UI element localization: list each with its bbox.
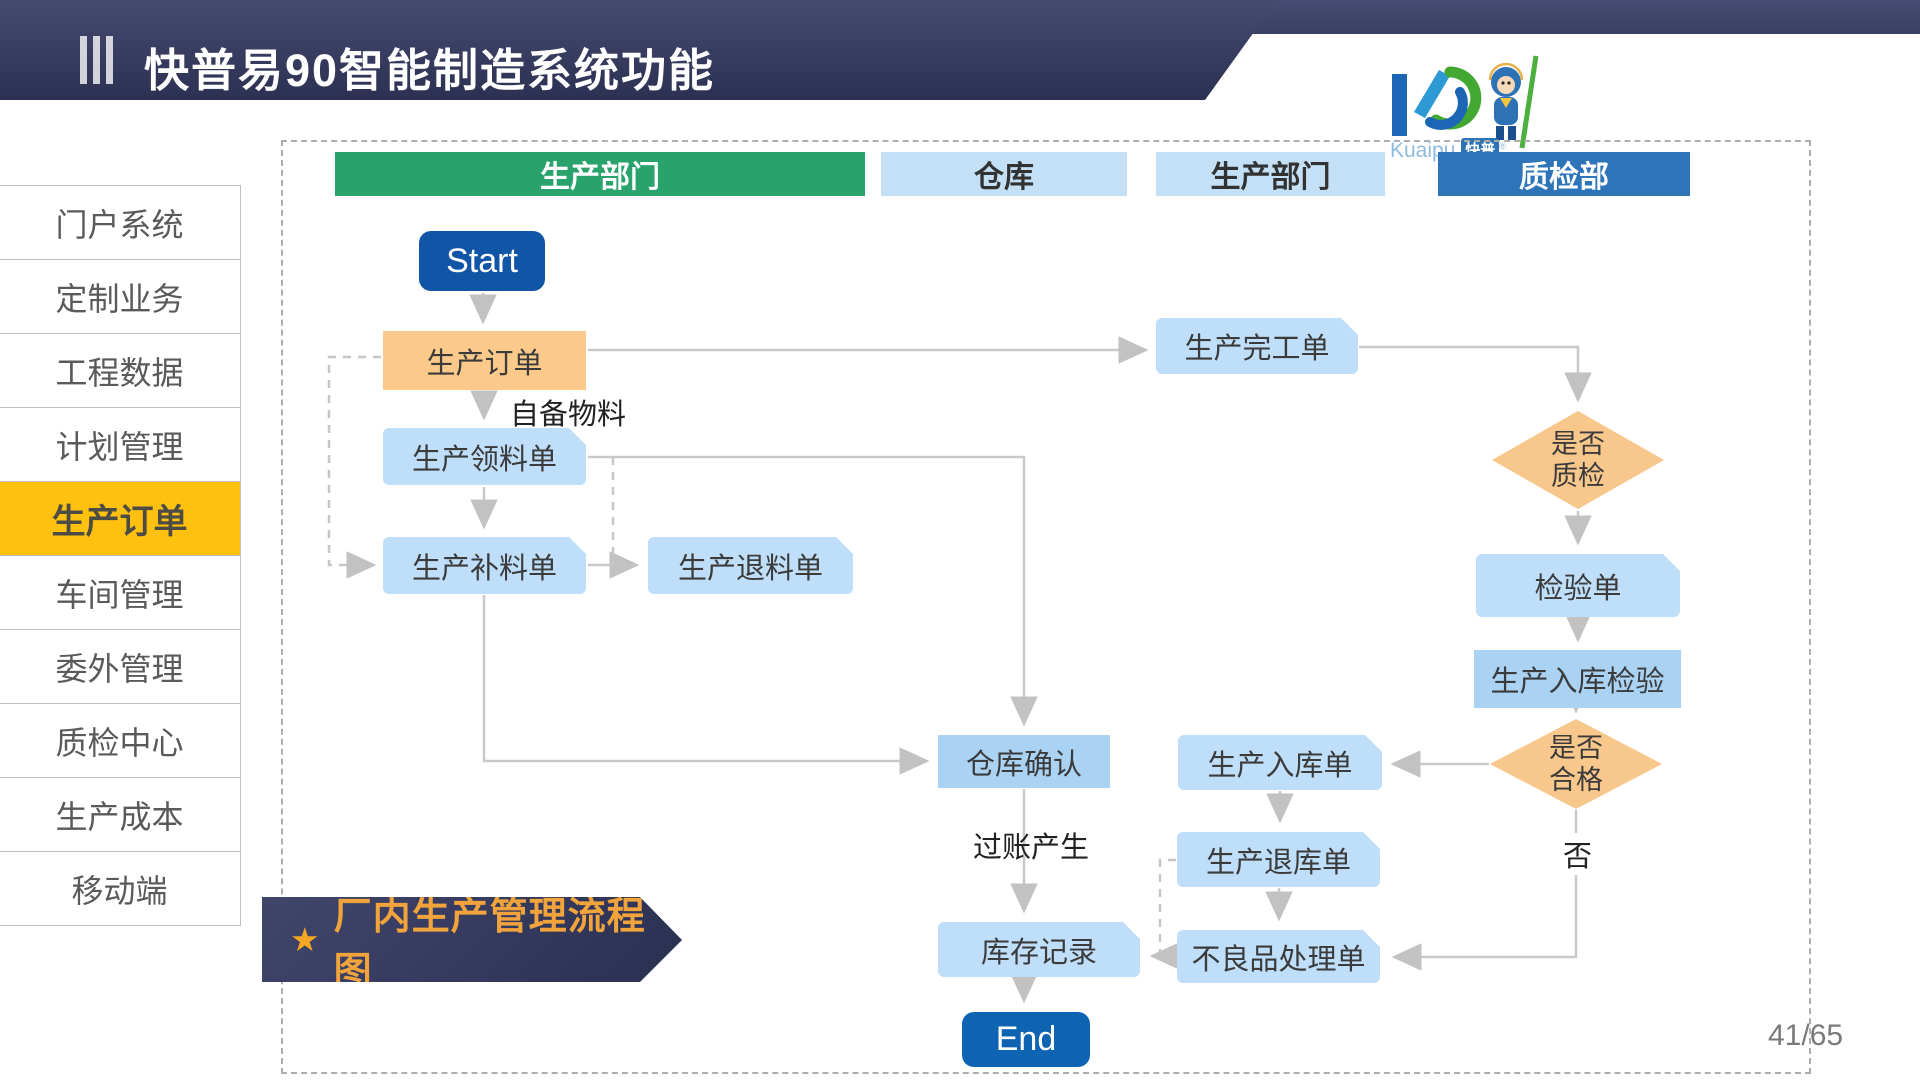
warehouse-confirm-node: 仓库确认: [938, 735, 1110, 788]
logo-graphic: [1392, 55, 1539, 149]
sidebar-item-outsourcing[interactable]: 委外管理: [0, 629, 241, 704]
warehouse-inspection-node: 生产入库检验: [1474, 650, 1681, 708]
material-supplement-node: 生产补料单: [383, 537, 586, 594]
sidebar-item-production-order[interactable]: 生产订单: [0, 481, 241, 556]
sidebar-item-workshop[interactable]: 车间管理: [0, 555, 241, 630]
production-order-node: 生产订单: [383, 331, 586, 390]
no-branch-label: 否: [1560, 833, 1596, 875]
inventory-record-node: 库存记录: [938, 922, 1140, 977]
material-return-node: 生产退料单: [648, 537, 853, 594]
lane-warehouse: 仓库: [881, 152, 1127, 196]
sidebar-item-custom[interactable]: 定制业务: [0, 259, 241, 334]
page-title: 快普易90智能制造系统功能: [144, 45, 716, 96]
vertical-bars-icon: [80, 36, 113, 84]
flowchart-frame: [281, 140, 1811, 1074]
inspection-node: 检验单: [1476, 554, 1680, 617]
sidebar-item-cost[interactable]: 生产成本: [0, 777, 241, 852]
header-bar: [0, 0, 1277, 100]
star-icon: ★: [290, 921, 320, 958]
kuaipu-logo: Kuaipu 快普®: [1384, 52, 1554, 172]
sidebar-menu: 门户系统 定制业务 工程数据 计划管理 生产订单 车间管理 委外管理 质检中心 …: [0, 185, 241, 926]
sidebar-item-qc-center[interactable]: 质检中心: [0, 703, 241, 778]
self-material-label: 自备物料: [510, 399, 627, 431]
inbound-order-node: 生产入库单: [1178, 735, 1382, 790]
posting-label: 过账产生: [973, 832, 1090, 864]
defect-handling-node: 不良品处理单: [1177, 930, 1380, 983]
sidebar-item-engineering[interactable]: 工程数据: [0, 333, 241, 408]
caption-text: 厂内生产管理流程图: [333, 895, 646, 993]
sidebar-item-mobile[interactable]: 移动端: [0, 851, 241, 926]
lane-production-dept: 生产部门: [335, 152, 865, 196]
caption-banner: ★ 厂内生产管理流程图: [262, 897, 682, 982]
lane-qc-dept: 质检部: [1438, 152, 1690, 196]
lane-production-dept-2: 生产部门: [1156, 152, 1385, 196]
sidebar-item-planning[interactable]: 计划管理: [0, 407, 241, 482]
start-node: Start: [419, 231, 545, 291]
page-number: 41/65: [1768, 1019, 1844, 1052]
completion-node: 生产完工单: [1156, 318, 1358, 374]
inbound-return-node: 生产退库单: [1177, 832, 1380, 887]
sidebar-item-portal[interactable]: 门户系统: [0, 185, 241, 260]
material-pick-node: 生产领料单: [383, 428, 586, 485]
end-node: End: [962, 1012, 1090, 1067]
